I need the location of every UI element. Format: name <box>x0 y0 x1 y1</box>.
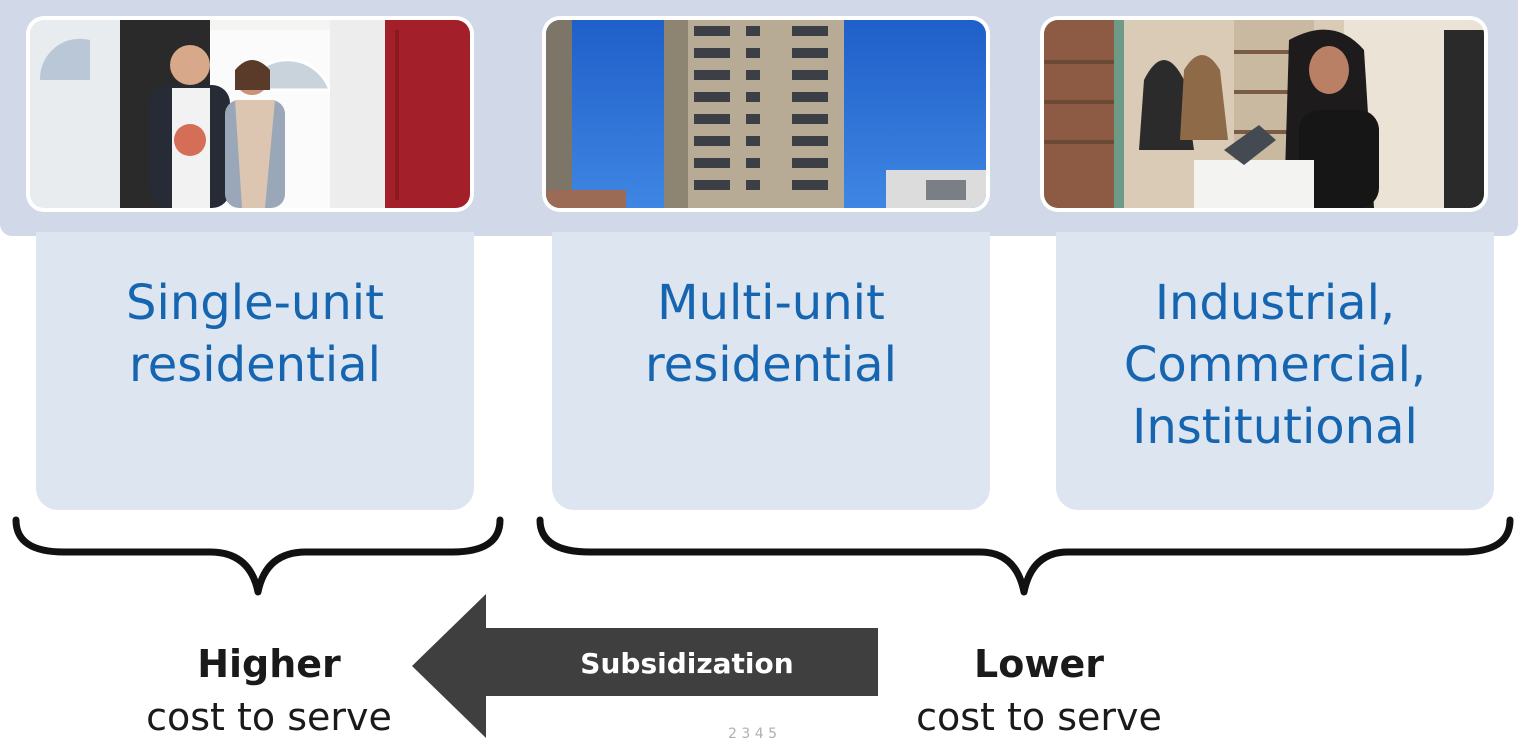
category-box-multi-unit: Multi-unit residential <box>552 232 990 510</box>
label-line: Commercial, <box>1123 337 1427 393</box>
label-line: residential <box>129 337 381 393</box>
category-box-single-unit: Single-unit residential <box>36 232 474 510</box>
category-box-ici: Industrial, Commercial, Institutional <box>1056 232 1494 510</box>
label-line: Industrial, <box>1154 275 1396 331</box>
category-label-multi-unit: Multi-unit residential <box>645 272 897 396</box>
label-line: Institutional <box>1132 399 1418 455</box>
shop-cashier-photo <box>1040 16 1488 212</box>
lower-cost-subtext: cost to serve <box>916 695 1162 739</box>
apartment-tower-photo <box>542 16 990 212</box>
footer-note: 2 3 4 5 <box>728 726 777 742</box>
category-label-ici: Industrial, Commercial, Institutional <box>1124 272 1426 458</box>
label-line: Multi-unit <box>657 275 885 331</box>
higher-cost-block: Higher cost to serve <box>114 636 424 742</box>
left-arrow-icon <box>412 594 878 738</box>
lower-cost-heading: Lower <box>974 642 1104 686</box>
subsidization-label: Subsidization <box>580 647 794 680</box>
grouping-braces <box>12 516 1514 596</box>
label-line: Single-unit <box>126 275 384 331</box>
higher-cost-heading: Higher <box>197 642 341 686</box>
lower-cost-block: Lower cost to serve <box>874 636 1204 742</box>
category-label-single-unit: Single-unit residential <box>126 272 384 396</box>
label-line: residential <box>645 337 897 393</box>
subsidization-arrow: Subsidization <box>412 594 878 738</box>
left-brace <box>12 516 504 596</box>
right-brace <box>536 516 1514 596</box>
couple-at-front-door-photo <box>26 16 474 212</box>
higher-cost-subtext: cost to serve <box>146 695 392 739</box>
